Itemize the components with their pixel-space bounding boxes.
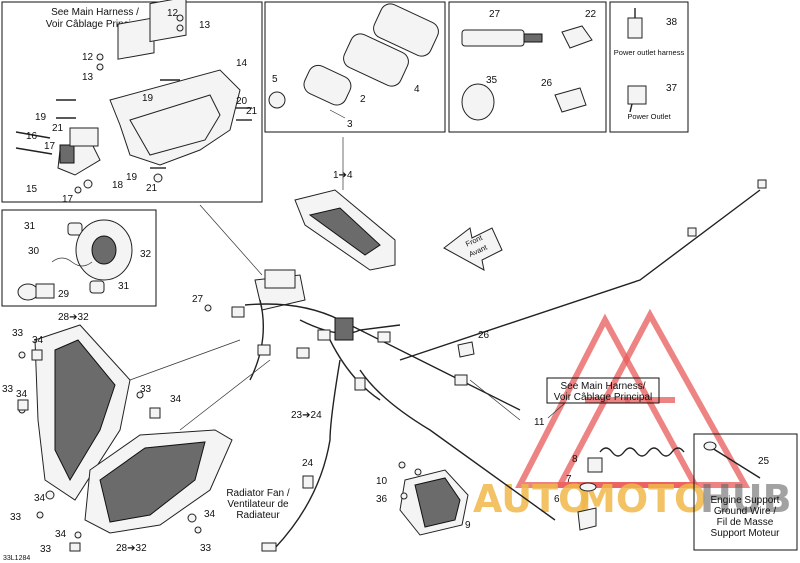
label-11: 11 — [534, 417, 545, 428]
label-27a: 27 — [489, 9, 501, 20]
voltage-regulator-illustration — [398, 461, 469, 536]
frame-bracket-assembly — [1, 1, 263, 203]
label-2: 2 — [360, 94, 366, 105]
label-18: 18 — [112, 180, 124, 191]
label-34b: 34 — [16, 389, 28, 400]
frame-gauge-parts — [264, 1, 446, 133]
front-arrow: Front Avant — [443, 227, 503, 271]
label-17b: 17 — [62, 194, 74, 205]
main-harness-illustration — [204, 179, 767, 549]
diagram-code: 33L1284 — [3, 555, 30, 562]
connector-26-illustration — [457, 341, 475, 358]
callout-main-harness-top-line1: See Main Harness / — [51, 7, 139, 18]
label-34e: 34 — [204, 509, 216, 520]
callout-main-harness-right-line2: Voir Câblage Principal — [554, 392, 652, 403]
callout-radiator-fan-line1: Radiator Fan / — [226, 488, 290, 499]
label-36: 36 — [376, 494, 388, 505]
label-29: 29 — [58, 289, 70, 300]
label-34f: 34 — [55, 529, 67, 540]
label-19b: 19 — [35, 112, 47, 123]
callout-engine-ground-line2: Ground Wire / — [714, 506, 776, 517]
callout-engine-ground-line3: Fil de Masse — [717, 517, 774, 528]
label-12b: 12 — [82, 52, 94, 63]
label-21c: 21 — [146, 183, 158, 194]
label-33d: 33 — [140, 384, 152, 395]
power-cord-illustration — [577, 447, 685, 531]
callout-engine-ground-line4: Support Moteur — [711, 528, 781, 539]
label-17a: 17 — [44, 141, 56, 152]
label-32: 32 — [140, 249, 152, 260]
gauge-parts-illustration — [268, 3, 439, 119]
callout-power-outlet-harness: Power outlet harness — [614, 48, 685, 57]
gauge-assembly-illustration — [294, 189, 396, 271]
label-31a: 31 — [24, 221, 36, 232]
label-22: 22 — [585, 9, 597, 20]
label-21a: 21 — [52, 123, 64, 134]
watermark-auto: AUTO — [473, 477, 590, 521]
label-33b: 33 — [2, 384, 14, 395]
label-9: 9 — [465, 520, 471, 531]
label-13b: 13 — [82, 72, 94, 83]
watermark-logo: AUTO MOTO HUB — [473, 308, 792, 521]
label-16: 16 — [26, 131, 38, 142]
callout-radiator-fan-line3: Radiateur — [236, 510, 280, 521]
label-8: 8 — [572, 454, 578, 465]
callout-engine-ground-line1: Engine Support — [711, 495, 780, 506]
callout-main-harness-right-line1: See Main Harness/ — [560, 381, 645, 392]
label-28-32a: 28➔32 — [58, 312, 89, 323]
label-31b: 31 — [118, 281, 130, 292]
label-20: 20 — [236, 96, 248, 107]
label-34a: 34 — [32, 335, 44, 346]
label-34c: 34 — [34, 493, 46, 504]
label-19c: 19 — [126, 172, 138, 183]
label-38: 38 — [666, 17, 678, 28]
label-37: 37 — [666, 83, 678, 94]
ground-wire-illustration — [703, 441, 761, 479]
frame-engine-ground-wire — [693, 433, 798, 551]
label-26a: 26 — [541, 78, 553, 89]
bracket-assembly-illustration — [15, 0, 252, 194]
callout-power-outlet: Power Outlet — [627, 112, 671, 121]
supplies-illustration — [461, 25, 593, 121]
label-5: 5 — [272, 74, 278, 85]
label-6: 6 — [554, 494, 560, 505]
label-25: 25 — [758, 456, 770, 467]
frame-supplies — [448, 1, 607, 133]
callout-main-harness-top-line2: Voir Câblage Principal — [46, 19, 144, 30]
headlight-bulb-illustration — [17, 219, 133, 301]
label-34d: 34 — [170, 394, 182, 405]
label-28-32b: 28➔32 — [116, 543, 147, 554]
label-12a: 12 — [167, 8, 179, 19]
frame-power-outlet — [609, 1, 689, 133]
label-24: 24 — [302, 458, 314, 469]
label-7: 7 — [566, 474, 572, 485]
callout-radiator-fan-line2: Ventilateur de — [227, 499, 289, 510]
label-15: 15 — [26, 184, 38, 195]
label-35: 35 — [486, 75, 498, 86]
frame-headlight-bulb — [1, 209, 157, 307]
label-33e: 33 — [200, 543, 212, 554]
power-outlet-illustration — [627, 8, 647, 113]
headlight-left-illustration — [17, 324, 131, 519]
label-23-24: 23➔24 — [291, 410, 322, 421]
watermark-moto: MOTO — [578, 477, 706, 521]
label-13a: 13 — [199, 20, 211, 31]
label-27b: 27 — [192, 294, 204, 305]
label-33a: 33 — [12, 328, 24, 339]
label-26b: 26 — [478, 330, 490, 341]
label-10: 10 — [376, 476, 388, 487]
frame-main-harness-right — [546, 377, 660, 404]
label-21b: 21 — [246, 106, 258, 117]
label-30: 30 — [28, 246, 40, 257]
label-3: 3 — [347, 119, 353, 130]
fan-connector-illustration — [261, 475, 314, 552]
label-14: 14 — [236, 58, 248, 69]
label-19a: 19 — [142, 93, 154, 104]
headlight-right-illustration — [69, 391, 233, 552]
label-33c: 33 — [10, 512, 22, 523]
label-33f: 33 — [40, 544, 52, 555]
label-4: 4 — [414, 84, 420, 95]
watermark-hub: HUB — [700, 477, 792, 521]
